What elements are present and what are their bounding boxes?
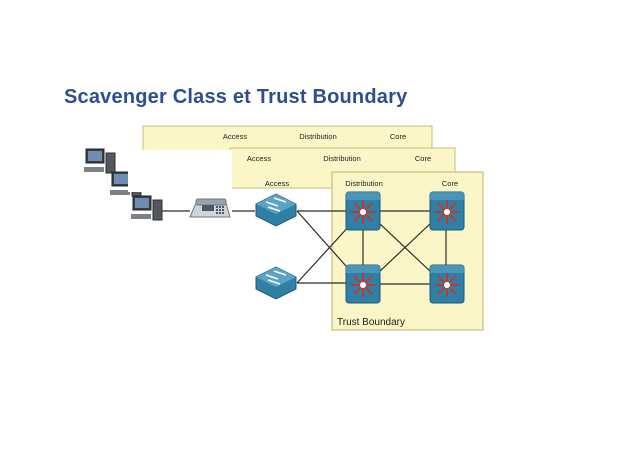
layer-back-distribution-label: Distribution — [299, 132, 337, 141]
layer-front-access-label: Access — [265, 179, 289, 188]
switch-icon — [255, 193, 297, 227]
layer-middle-access-label: Access — [247, 154, 271, 163]
layer-middle-core-label: Core — [415, 154, 431, 163]
router-icon — [429, 264, 465, 304]
layer-front-distribution-label: Distribution — [345, 179, 383, 188]
router-icon — [429, 191, 465, 231]
slide-title: Scavenger Class et Trust Boundary — [64, 86, 408, 108]
layer-middle-distribution-label: Distribution — [323, 154, 361, 163]
pc-icon — [83, 148, 116, 174]
switch-icon — [255, 266, 297, 300]
ip-phone-icon — [189, 198, 231, 218]
layer-back-access-label: Access — [223, 132, 247, 141]
layer-back-core-label: Core — [390, 132, 406, 141]
trust-boundary-label: Trust Boundary — [337, 317, 405, 328]
router-icon — [345, 191, 381, 231]
pc-icon — [130, 195, 163, 221]
router-icon — [345, 264, 381, 304]
layer-front-core-label: Core — [442, 179, 458, 188]
